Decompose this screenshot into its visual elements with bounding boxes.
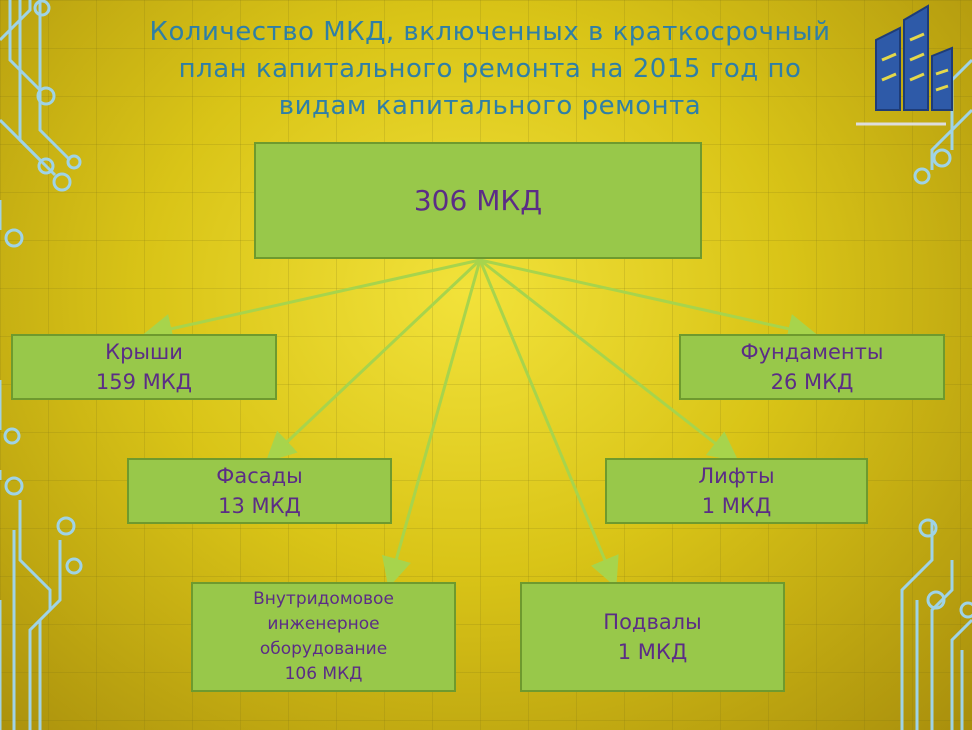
page-title: Количество МКД, включенных в краткосрочн… (149, 17, 831, 121)
node-value: 159 МКД (95, 370, 193, 394)
node-facades: Фасады 13 МКД (127, 458, 392, 524)
arrow-to-elevators (479, 258, 739, 462)
node-label: Подвалы (603, 610, 702, 634)
arrow-to-basements (478, 259, 619, 588)
node-total-value: 306 (413, 183, 468, 217)
node-value: 1 МКД (617, 640, 688, 664)
node-engineering: Внутридомовое инженерное оборудование 10… (191, 582, 456, 692)
node-total-unit: МКД (476, 183, 543, 217)
node-label: Фасады (216, 464, 303, 488)
arrow-to-foundations (479, 258, 818, 344)
node-value: 106 МКД (284, 664, 363, 684)
node-label: Лифты (698, 464, 775, 488)
node-total-text: 306 МКД (413, 183, 543, 217)
node-roofs: Крыши 159 МКД (11, 334, 277, 400)
node-value: 26 МКД (770, 370, 854, 394)
arrow-to-facades (265, 258, 482, 463)
node-label: Фундаменты (740, 340, 884, 364)
node-total: 306 МКД (254, 142, 702, 259)
node-elevators: Лифты 1 МКД (605, 458, 868, 524)
node-label: Внутридомовое инженерное оборудование (253, 589, 394, 659)
node-foundations: Фундаменты 26 МКД (679, 334, 945, 400)
arrow-to-roofs (142, 258, 481, 344)
node-basements: Подвалы 1 МКД (520, 582, 785, 692)
building-logo-icon (856, 4, 953, 126)
circuit-lines-icon-right (900, 58, 972, 730)
node-value: 1 МКД (701, 494, 772, 518)
arrow-to-engineering (382, 259, 482, 588)
node-value: 13 МКД (218, 494, 301, 518)
node-label: Крыши (105, 340, 183, 364)
circuit-lines-icon-left (0, 0, 83, 730)
